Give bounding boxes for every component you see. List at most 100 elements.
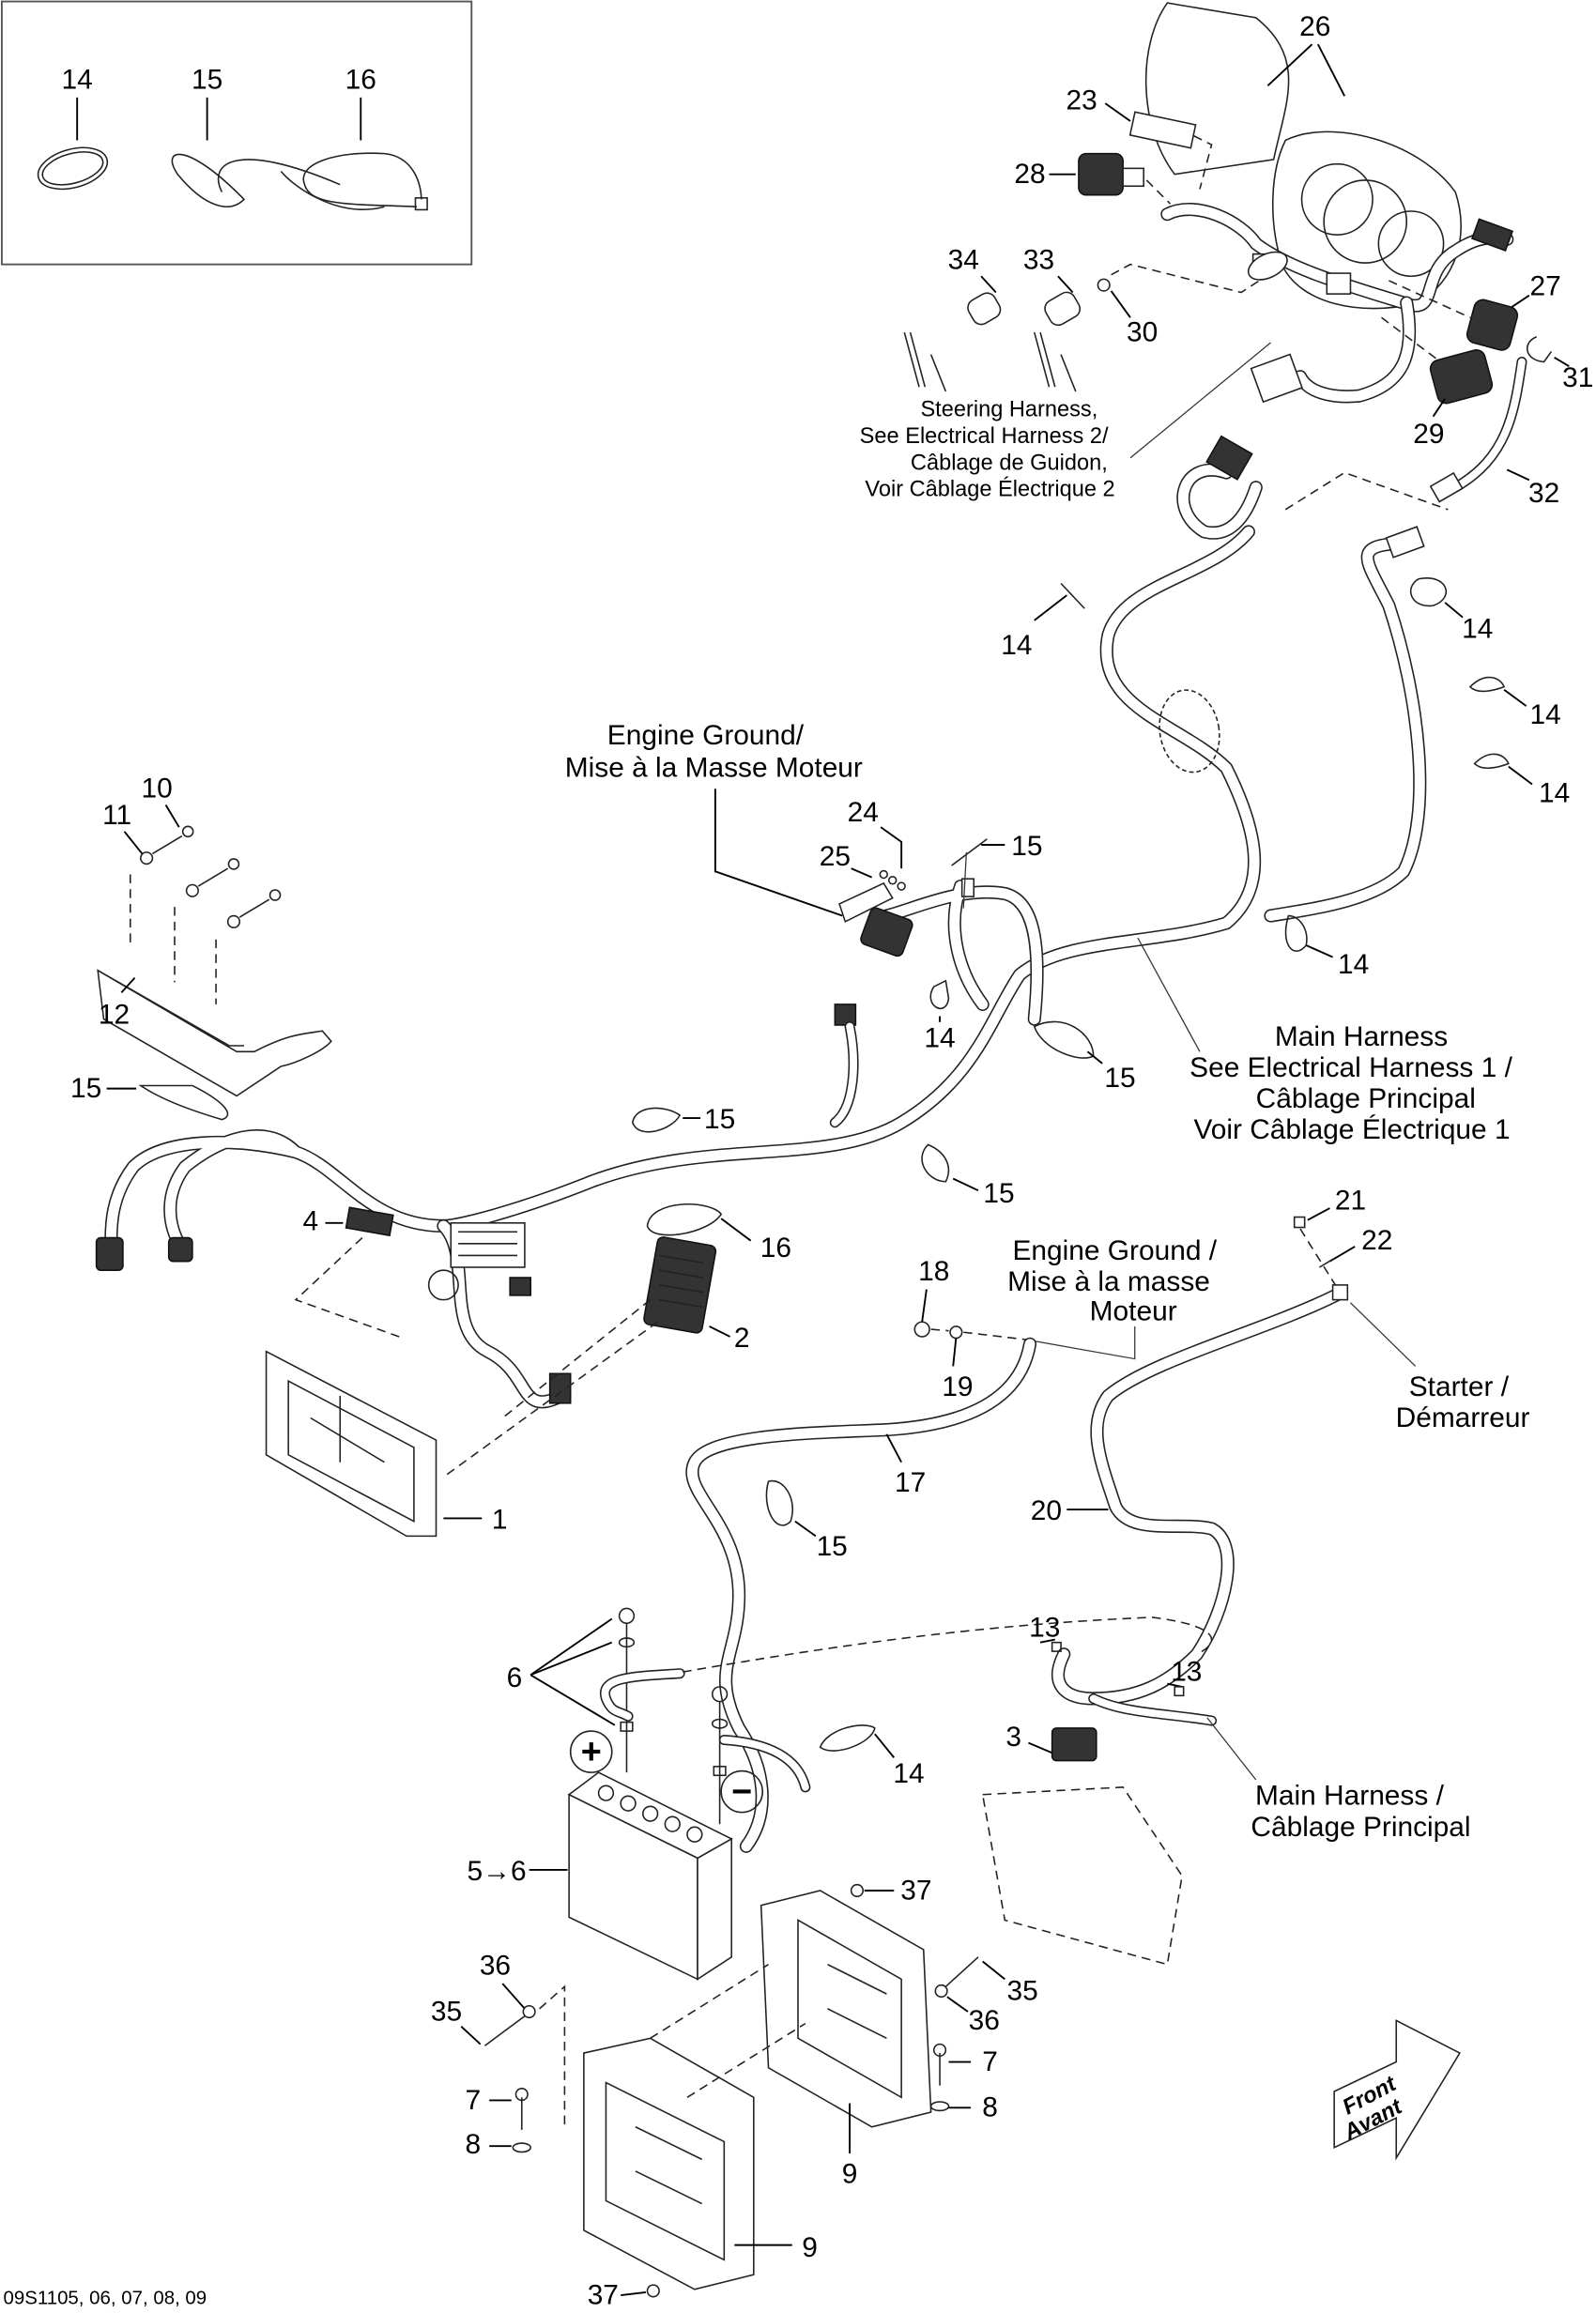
battery-group: 6 + − 5→6 13 [467, 1607, 1471, 1981]
cable-tie-large-head [414, 197, 428, 211]
dashed-guide [1193, 135, 1213, 190]
dashed-guide [1389, 280, 1471, 319]
callout-19: 19 [942, 1371, 973, 1402]
sensor-wire-inner [831, 1022, 857, 1126]
callout-14: 14 [1539, 777, 1570, 808]
ground-terminal-block [838, 881, 894, 923]
note-line: Câblage Principal [1256, 1083, 1476, 1114]
dashed-guide [930, 1328, 1027, 1340]
terminal-nut [620, 1721, 634, 1732]
sensor-connector-32 [1429, 471, 1464, 503]
leader-line [120, 976, 136, 993]
cable-tie-15 [1033, 1020, 1095, 1059]
steering-harness-cable-inner [1161, 204, 1512, 312]
note-line: Voir Câblage Électrique 2 [865, 477, 1114, 502]
cable-tie-14 [1473, 753, 1510, 769]
bracket-12 [97, 969, 332, 1097]
main-harness-right-branch-inner [1265, 538, 1425, 922]
cable-tie-14 [929, 979, 950, 1010]
bolt-10 [197, 867, 229, 887]
callout-9: 9 [802, 2232, 818, 2263]
bracket-12-edge [97, 970, 244, 1047]
callout-14: 14 [1001, 630, 1032, 661]
nut-25 [887, 876, 898, 885]
leader-line [1034, 594, 1067, 621]
callout-9: 9 [842, 2159, 858, 2190]
cable-tie-15-top [951, 838, 988, 866]
cable-tie-15 [138, 1084, 229, 1121]
callout-18: 18 [918, 1256, 949, 1287]
leader-line [714, 789, 843, 917]
starter-terminal [1331, 1284, 1349, 1301]
leader-line [1317, 43, 1346, 97]
negative-cable-inner [720, 1736, 809, 1791]
bolt-10-set [140, 825, 282, 928]
note-line: Mise à la masse [1007, 1266, 1210, 1297]
handle-grip-34 [967, 292, 1002, 326]
connector-23 [1128, 111, 1197, 149]
dashed-guide [294, 1236, 400, 1338]
harness-connector-dark [95, 1236, 124, 1271]
switch-29 [1429, 349, 1494, 405]
dashed-guide [539, 1984, 566, 2127]
nut-13 [1051, 1641, 1062, 1652]
harness-connector-dark [1470, 218, 1514, 252]
callout-5-6: 5→6 [467, 1856, 526, 1887]
solenoid-cable-inner [1089, 1694, 1216, 1724]
callout-7: 7 [466, 2085, 482, 2116]
inset-label-15: 15 [192, 64, 223, 95]
battery-holder-group: 37 9 9 37 36 35 35 36 7 8 7 [431, 1875, 1038, 2310]
engine-harness-branch-inner [881, 881, 1043, 1025]
leader-line [1137, 937, 1201, 1052]
steering-harness-branch-inner [1295, 298, 1415, 402]
leader-line [1307, 1207, 1330, 1221]
bolt-head-7 [514, 2088, 529, 2102]
wire-loop [427, 1269, 459, 1301]
leader-line [529, 1617, 613, 1677]
leader-line [1432, 398, 1446, 418]
cable-tie-14 [1409, 577, 1448, 607]
lower-left-group: 4 2 1 [265, 1206, 750, 1538]
leader-line [720, 1218, 752, 1242]
nut-37 [646, 2284, 660, 2298]
leader-line [1104, 102, 1131, 122]
callout-17: 17 [895, 1467, 926, 1498]
leader-line [880, 826, 903, 869]
cable-tie-small-inner [41, 151, 104, 186]
leader-line [982, 1960, 1005, 1981]
dashed-guide [1381, 316, 1441, 363]
callout-12: 12 [99, 999, 130, 1030]
leader-line [1266, 43, 1313, 86]
note-line: Câblage Principal [1251, 1812, 1470, 1843]
leader-line [709, 1325, 731, 1338]
inset-label-14: 14 [62, 64, 93, 95]
note-line: Mise à la Masse Moteur [565, 753, 863, 784]
bracket-group: 10 11 12 [97, 774, 332, 1097]
washer-11 [185, 883, 199, 897]
cable-tie-14 [1284, 914, 1308, 952]
leader-line [1305, 944, 1333, 958]
battery-cell-cap [620, 1795, 637, 1812]
washer-36 [522, 2004, 536, 2019]
fuse-row [458, 1231, 518, 1257]
bolt-head-7 [932, 2043, 947, 2058]
cable-tie-small-icon [37, 146, 109, 191]
nut-13 [1174, 1686, 1185, 1697]
callout-34: 34 [948, 244, 979, 275]
callout-13: 13 [1171, 1657, 1202, 1688]
note-line: Démarreur [1396, 1402, 1530, 1433]
main-harness-right-branch [1264, 536, 1427, 923]
terminal-nut [713, 1766, 727, 1777]
washer-36 [934, 1984, 948, 1999]
bolt-10 [152, 835, 183, 855]
leader-line [164, 804, 180, 828]
harness-connector-dark [509, 1277, 531, 1296]
harness-grommet [1159, 689, 1220, 774]
battery-tray-1 [265, 1350, 437, 1538]
dashed-guide [1299, 1228, 1338, 1289]
clip-31 [1527, 336, 1553, 363]
leader-line [529, 1674, 616, 1726]
callout-14: 14 [924, 1023, 955, 1054]
leader-line [794, 1520, 817, 1538]
